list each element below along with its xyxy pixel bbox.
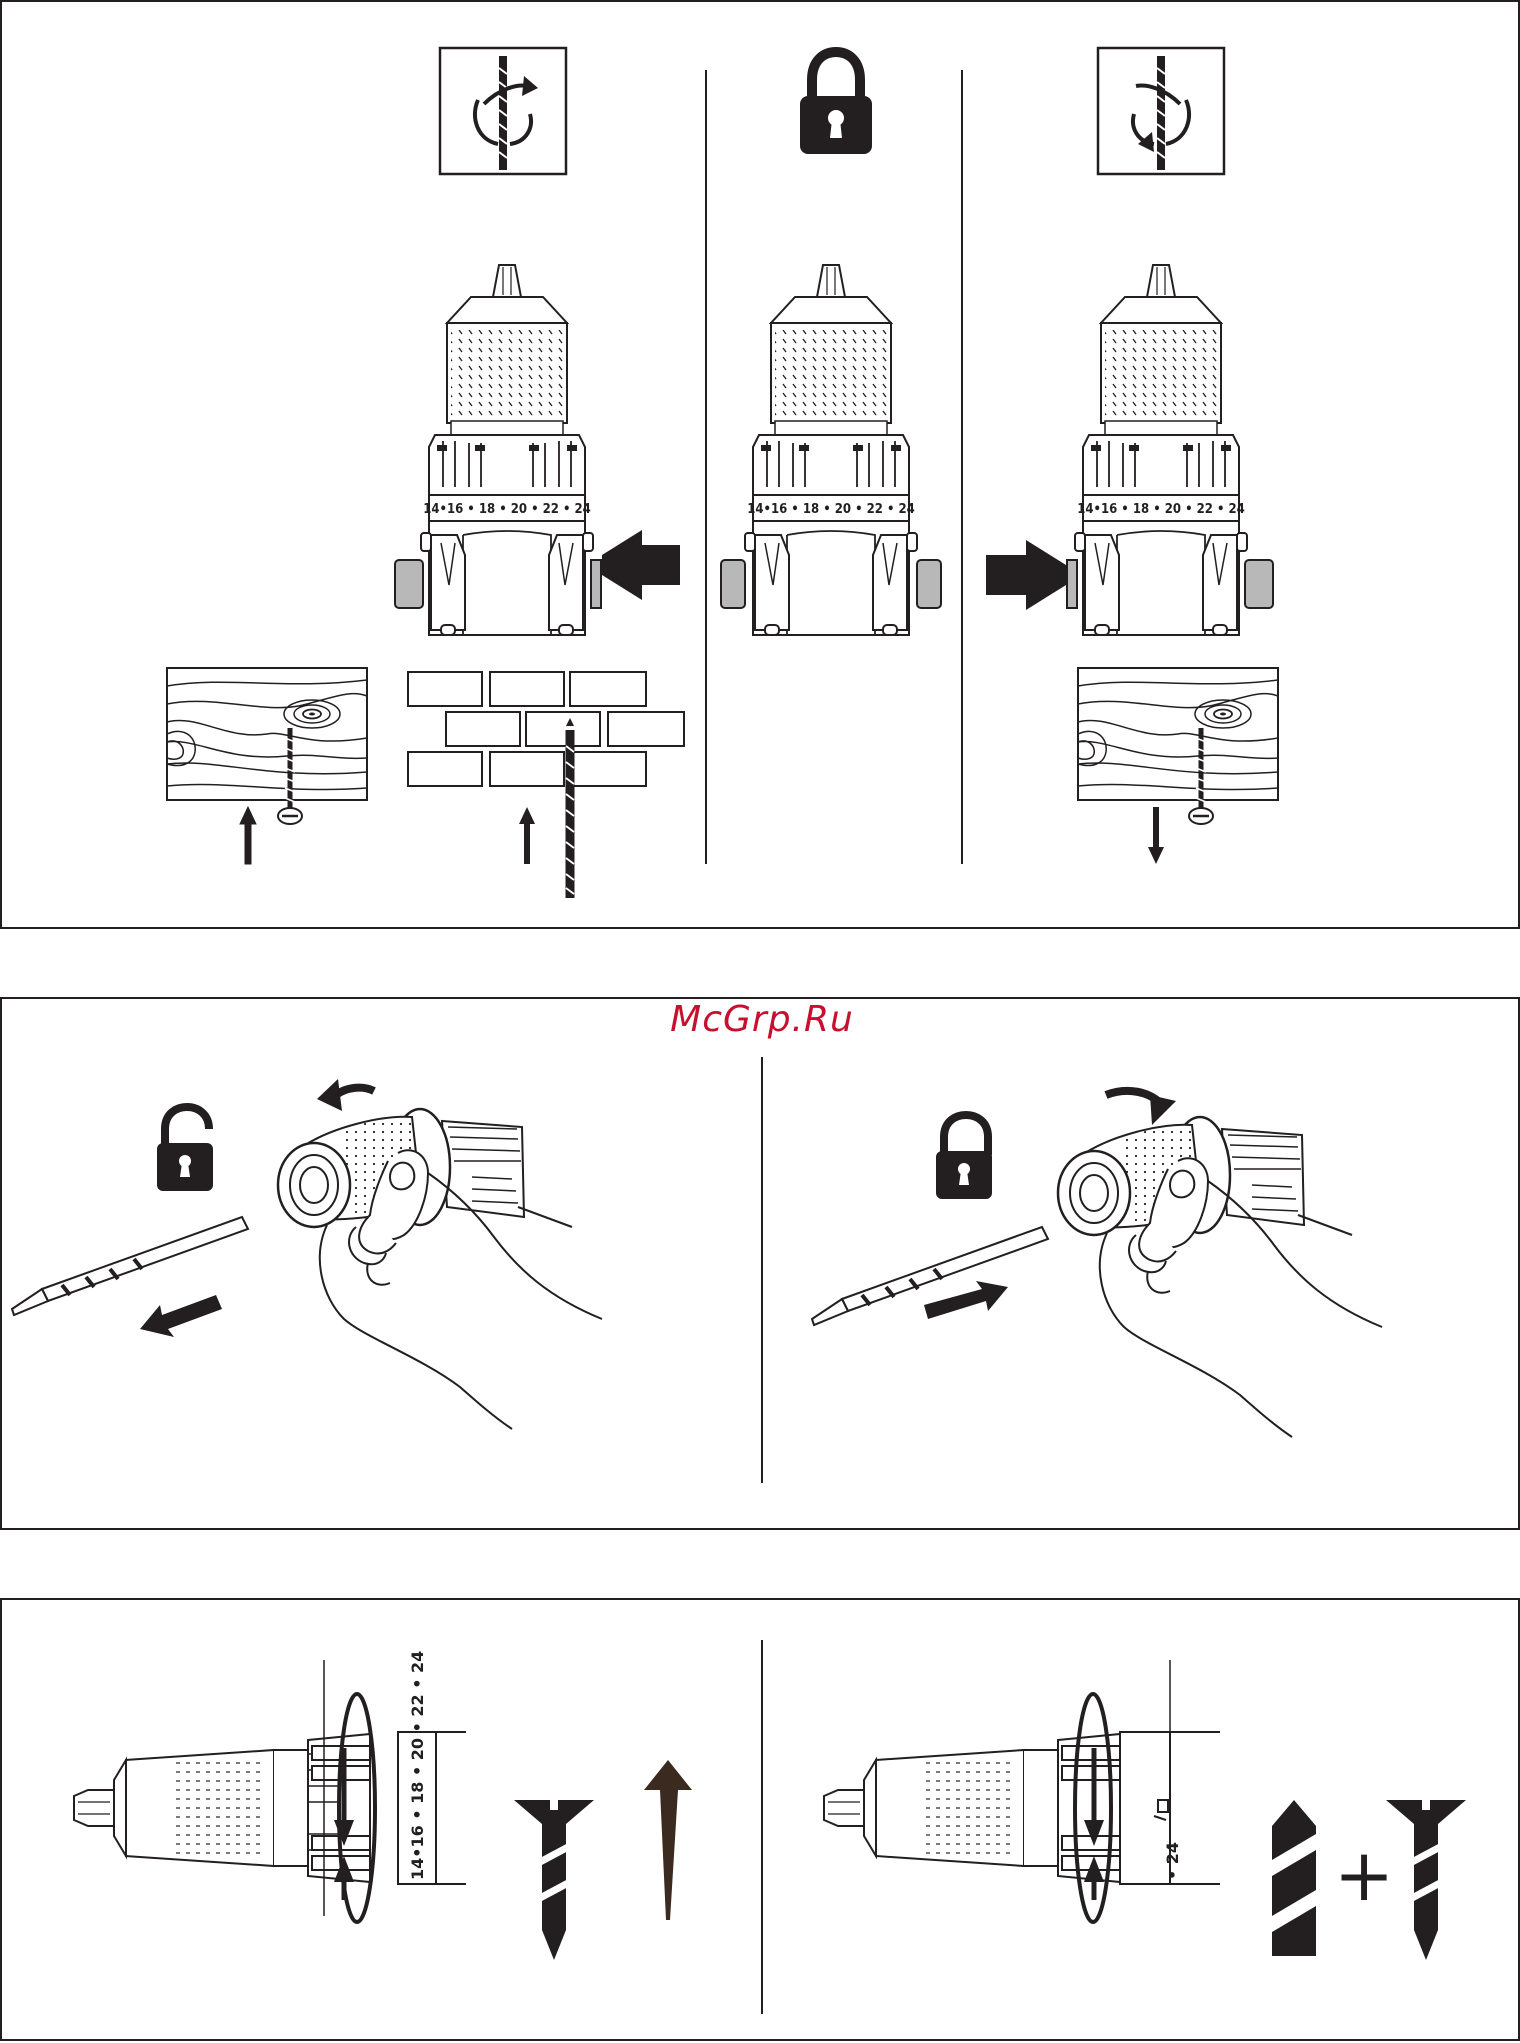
svg-text:• 24: • 24 [1163, 1842, 1182, 1880]
plus-symbol: + [1334, 1833, 1394, 1917]
screw-icon [514, 1800, 594, 1960]
arrow-pull-out-icon [140, 1295, 222, 1337]
watermark: McGrp.Ru [2, 999, 1520, 1040]
hand-rotating-chuck [278, 1109, 602, 1429]
arrow-up-gradient-icon [644, 1760, 692, 1920]
chuck-side-view: • 24 [824, 1660, 1220, 1922]
bit-insertion-panel: McGrp.Ru [0, 997, 1520, 1530]
rotate-counterclockwise-icon [1098, 48, 1224, 174]
padlock-locked-icon [936, 1115, 992, 1199]
direction-switch-panel: 14•16 • 18 • 20 • 22 • 24 14•16 • 18 • 2… [0, 0, 1520, 929]
arrow-push-right-icon [986, 540, 1066, 610]
screw-icon [1386, 1800, 1466, 1960]
svg-text:14•16 • 18 • 20 • 22 • 24: 14•16 • 18 • 20 • 22 • 24 [423, 502, 591, 517]
chuck-side-view: 14•16 • 18 • 20 • 22 • 24 [74, 1651, 466, 1922]
svg-text:14•16 • 18 • 20 • 22 • 24: 14•16 • 18 • 20 • 22 • 24 [1077, 502, 1245, 517]
rotate-clockwise-icon [440, 48, 566, 174]
arrow-up-icon [519, 807, 535, 864]
arrow-down-icon [1148, 807, 1164, 864]
wood-with-screw [167, 668, 367, 824]
drill-chuck: 14•16 • 18 • 20 • 22 • 24 [1067, 265, 1273, 635]
torque-setting-panel: 14•16 • 18 • 20 • 22 • 24 • 24 [0, 1598, 1520, 2041]
arrow-push-left-icon [602, 530, 680, 600]
svg-text:14•16 • 18 • 20 • 22 • 24: 14•16 • 18 • 20 • 22 • 24 [408, 1651, 427, 1880]
brick-wall-with-drill-bit [408, 672, 684, 898]
drill-chuck: 14•16 • 18 • 20 • 22 • 24 [395, 265, 601, 635]
hand-rotating-chuck [1058, 1117, 1382, 1437]
svg-text:14•16 • 18 • 20 • 22 • 24: 14•16 • 18 • 20 • 22 • 24 [747, 502, 915, 517]
padlock-unlocked-icon [157, 1107, 213, 1191]
wood-with-screw [1078, 668, 1278, 824]
padlock-locked-icon [800, 52, 872, 154]
drill-chuck: 14•16 • 18 • 20 • 22 • 24 [721, 265, 941, 635]
drill-bit-icon [1272, 1800, 1316, 1956]
arrow-up-icon [240, 807, 256, 864]
arrow-push-in-icon [924, 1281, 1008, 1319]
